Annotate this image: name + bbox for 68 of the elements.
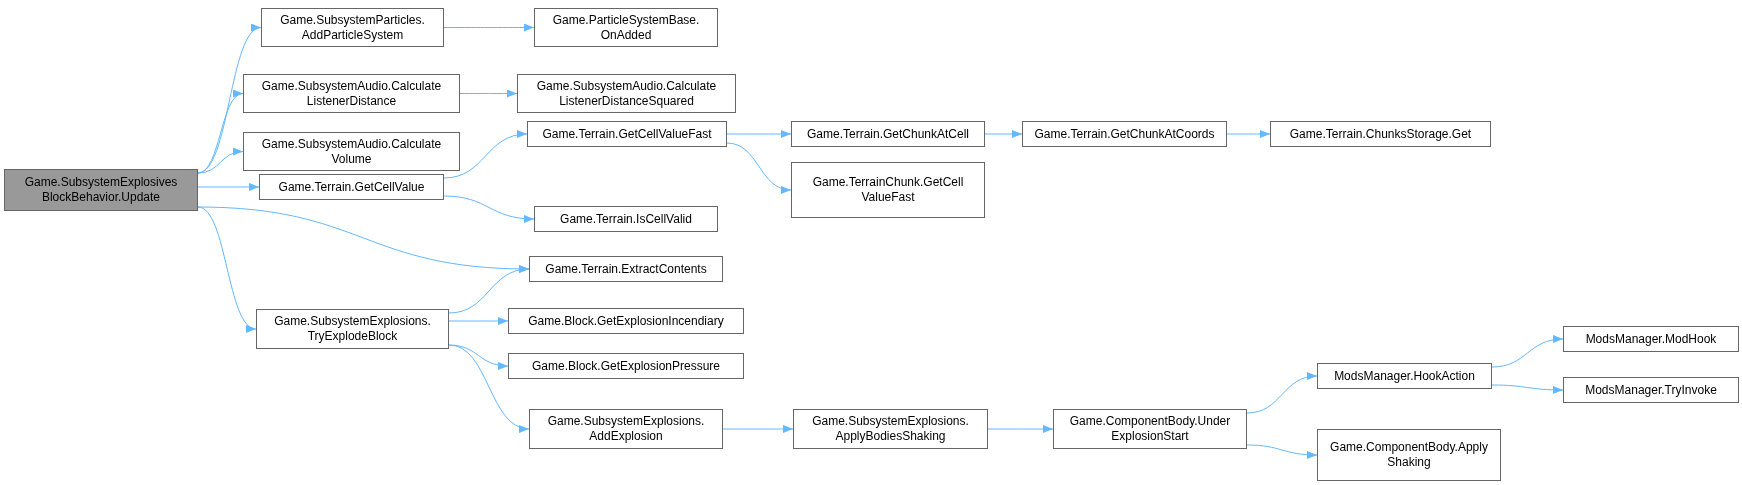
- function-box: [261, 8, 444, 47]
- function-box: [534, 206, 718, 232]
- function-name: Game.Terrain.ExtractContents: [545, 261, 707, 277]
- arrow: [984, 130, 1023, 138]
- function-name: Game.Terrain.GetCellValue: [278, 179, 425, 195]
- arrow: [197, 183, 260, 191]
- function-name: Game.TerrainChunk.GetCell ValueFast: [811, 175, 965, 205]
- arrow: [987, 425, 1054, 433]
- arrow: [726, 130, 792, 138]
- arrow: [459, 89, 518, 98]
- function-box: [517, 74, 736, 113]
- function-name: Game.SubsystemExplosions. AddExplosion: [546, 414, 706, 444]
- arrow: [443, 130, 528, 179]
- function-name: Game.SubsystemExplosions. ApplyBodiesShaking: [811, 414, 970, 444]
- function-name: Game.Terrain.GetChunkAtCoords: [1034, 126, 1215, 142]
- function-box: [259, 174, 444, 200]
- function-box: [534, 8, 718, 47]
- arrow: [1491, 335, 1564, 368]
- function-name: Game.Terrain.GetChunkAtCell: [806, 126, 970, 142]
- arrow: [443, 23, 535, 32]
- arrow: [448, 265, 530, 314]
- function-box: [243, 74, 460, 113]
- function-name: Game.SubsystemAudio.Calculate ListenerDistance: [260, 78, 443, 109]
- function-box: [529, 256, 723, 282]
- function-name: Game.ComponentBody.Under ExplosionStart: [1068, 414, 1232, 444]
- function-box: [1317, 429, 1501, 481]
- function-box: [1022, 121, 1227, 147]
- arrow: [448, 317, 509, 325]
- arrow: [1226, 130, 1271, 138]
- arrow: [448, 344, 530, 432]
- arrow: [197, 206, 257, 330]
- arrow: [443, 195, 535, 223]
- arrow: [1246, 372, 1318, 414]
- function-box: [791, 162, 985, 218]
- function-name: Game.Terrain.IsCellValid: [560, 211, 692, 227]
- function-name: Game.SubsystemExplosions. TryExplodeBlock: [273, 314, 432, 344]
- arrow: [726, 142, 792, 193]
- function-name: Game.Terrain.ChunksStorage.Get: [1289, 126, 1472, 142]
- function-box: [529, 409, 723, 449]
- function-name: Game.SubsystemAudio.Calculate Volume: [260, 136, 443, 167]
- function-name: ModsManager.TryInvoke: [1585, 382, 1717, 398]
- function-box: [791, 121, 985, 147]
- function-name: Game.Terrain.GetCellValueFast: [542, 126, 712, 142]
- function-name: Game.SubsystemParticles. AddParticleSystem: [279, 12, 426, 43]
- function-box: [1270, 121, 1491, 147]
- function-box: [1317, 363, 1492, 389]
- function-name: Game.ParticleSystemBase. OnAdded: [551, 12, 701, 43]
- function-box: [508, 353, 744, 379]
- function-box: [4, 169, 198, 211]
- function-name: Game.ComponentBody.Apply Shaking: [1329, 440, 1489, 470]
- arrow: [197, 148, 244, 174]
- function-box: [527, 121, 727, 147]
- arrow: [1491, 384, 1564, 394]
- function-name: ModsManager.ModHook: [1585, 331, 1717, 347]
- function-box: [243, 132, 460, 171]
- function-box: [1563, 377, 1739, 403]
- function-box: [793, 409, 988, 449]
- function-box: [256, 309, 449, 349]
- arrow: [1246, 444, 1318, 459]
- function-box: [1563, 326, 1739, 352]
- arrow: [722, 425, 794, 433]
- function-box: [1053, 409, 1247, 449]
- function-name: Game.Block.GetExplosionIncendiary: [528, 313, 724, 329]
- function-name: Game.Block.GetExplosionPressure: [531, 358, 721, 374]
- function-name: Game.SubsystemAudio.Calculate ListenerDistanceSquared: [535, 78, 718, 109]
- function-name: Game.SubsystemExplosives BlockBehavior.Update: [23, 175, 179, 205]
- function-box: [508, 308, 744, 334]
- function-name: ModsManager.HookAction: [1334, 368, 1475, 384]
